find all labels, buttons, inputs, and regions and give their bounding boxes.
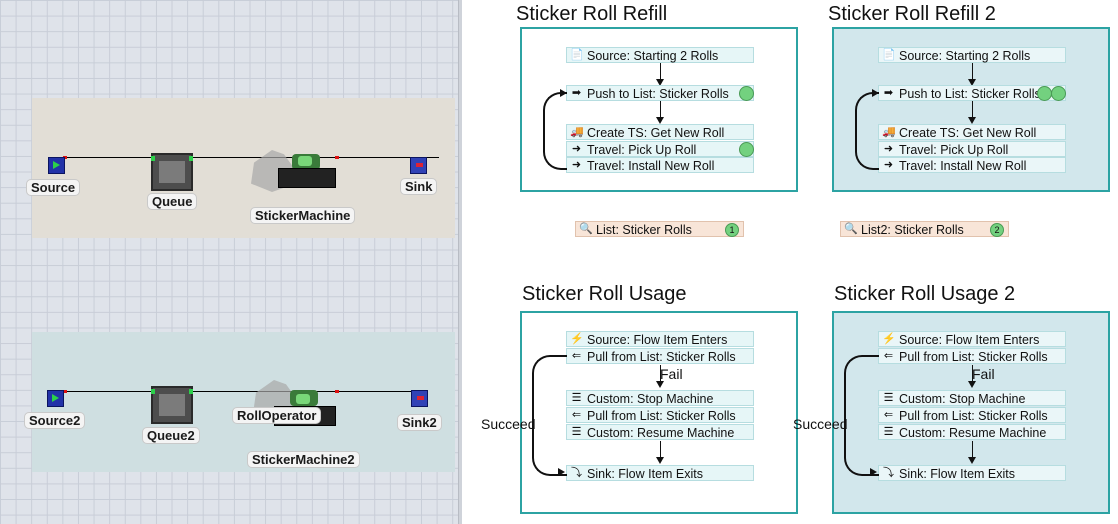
sink-activity[interactable]: ⤵Sink: Flow Item Exits	[878, 465, 1066, 481]
port-connection-line	[64, 157, 439, 158]
custom-resume-activity[interactable]: ☰Custom: Resume Machine	[566, 424, 754, 440]
source-icon: 📄	[570, 49, 584, 61]
succeed-label: Succeed	[481, 416, 536, 432]
port-connection-line	[64, 391, 416, 392]
pull-from-list-activity[interactable]: ⇐Pull from List: Sticker Rolls	[878, 348, 1066, 364]
loop-connector	[855, 92, 879, 170]
custom-code-icon: ☰	[883, 426, 894, 438]
queue-label: Queue	[147, 193, 198, 210]
source-activity[interactable]: 📄Source: Starting 2 Rolls	[878, 47, 1066, 63]
source-activity[interactable]: ⚡Source: Flow Item Enters	[878, 331, 1066, 347]
custom-resume-activity[interactable]: ☰Custom: Resume Machine	[878, 424, 1066, 440]
fail-label: Fail	[972, 366, 995, 382]
loop-connector	[543, 92, 567, 170]
sticker-machine-label: StickerMachine	[250, 207, 356, 224]
custom-stop-activity[interactable]: ☰Custom: Stop Machine	[878, 390, 1066, 406]
token[interactable]	[739, 86, 754, 101]
list-icon: 🔍	[844, 223, 858, 235]
refill-title: Sticker Roll Refill	[516, 3, 668, 25]
usage-title: Sticker Roll Usage	[522, 283, 687, 305]
list-count-badge: 1	[725, 223, 739, 237]
travel-icon: ➜	[883, 143, 894, 155]
pull-list-icon: ⇐	[571, 350, 582, 362]
push-to-list-activity[interactable]: ➡Push to List: Sticker Rolls	[878, 85, 1066, 101]
list-count-badge: 2	[990, 223, 1004, 237]
create-task-icon: 🚚	[570, 126, 584, 138]
pull-list-icon: ⇐	[883, 409, 894, 421]
pull-from-list-activity[interactable]: ⇐Pull from List: Sticker Rolls	[566, 407, 754, 423]
roll-operator-label: RollOperator	[232, 407, 322, 424]
sticker-machine-object[interactable]	[248, 146, 336, 198]
sink2-object[interactable]	[411, 390, 428, 407]
token[interactable]	[1051, 86, 1066, 101]
push-list-icon: ➡	[883, 87, 894, 99]
token[interactable]	[1037, 86, 1052, 101]
succeed-label: Succeed	[793, 416, 848, 432]
sink-icon: ⤵	[571, 467, 582, 479]
sticker-machine2-label: StickerMachine2	[247, 451, 360, 468]
push-list-icon: ➡	[571, 87, 582, 99]
pull-from-list-activity[interactable]: ⇐Pull from List: Sticker Rolls	[878, 407, 1066, 423]
create-ts-activity[interactable]: 🚚Create TS: Get New Roll	[566, 124, 754, 140]
queue2-label: Queue2	[142, 427, 200, 444]
create-task-icon: 🚚	[882, 126, 896, 138]
source-label: Source	[26, 179, 81, 196]
succeed-connector	[532, 355, 567, 476]
sink-icon: ⤵	[883, 467, 894, 479]
fail-label: Fail	[660, 366, 683, 382]
sink-label: Sink	[400, 178, 438, 195]
input-port	[335, 156, 339, 159]
source-activity[interactable]: ⚡Source: Flow Item Enters	[566, 331, 754, 347]
list-icon: 🔍	[579, 223, 593, 235]
travel-icon: ➜	[571, 159, 582, 171]
succeed-connector	[844, 355, 879, 476]
travel-icon: ➜	[571, 143, 582, 155]
create-ts-activity[interactable]: 🚚Create TS: Get New Roll	[878, 124, 1066, 140]
model-floor-1	[32, 98, 455, 238]
pull-list-icon: ⇐	[571, 409, 582, 421]
usage2-title: Sticker Roll Usage 2	[834, 283, 1016, 305]
travel-icon: ➜	[883, 159, 894, 171]
custom-stop-activity[interactable]: ☰Custom: Stop Machine	[566, 390, 754, 406]
sink-object[interactable]	[410, 157, 427, 174]
source-icon: 📄	[882, 49, 896, 61]
travel-pickup-activity[interactable]: ➜Travel: Pick Up Roll	[566, 141, 754, 157]
source-activity[interactable]: 📄Source: Starting 2 Rolls	[566, 47, 754, 63]
sink-activity[interactable]: ⤵Sink: Flow Item Exits	[566, 465, 754, 481]
travel-install-activity[interactable]: ➜Travel: Install New Roll	[878, 157, 1066, 173]
output-port	[63, 156, 67, 159]
pull-list-icon: ⇐	[883, 350, 894, 362]
model-3d-view[interactable]: Source Queue StickerMachine Sink Source2…	[0, 0, 458, 524]
usage2-block[interactable]: ⚡Source: Flow Item Enters ⇐Pull from Lis…	[832, 311, 1110, 514]
queue-object[interactable]	[151, 153, 193, 191]
travel-pickup-activity[interactable]: ➜Travel: Pick Up Roll	[878, 141, 1066, 157]
travel-install-activity[interactable]: ➜Travel: Install New Roll	[566, 157, 754, 173]
source2-object[interactable]	[47, 390, 64, 407]
sink2-label: Sink2	[397, 414, 442, 431]
source-object[interactable]	[48, 157, 65, 174]
source2-label: Source2	[24, 412, 86, 429]
output-port	[63, 390, 67, 393]
flow-item-icon: ⚡	[882, 333, 896, 345]
flow-item-icon: ⚡	[570, 333, 584, 345]
custom-code-icon: ☰	[571, 392, 582, 404]
refill2-block[interactable]: 📄Source: Starting 2 Rolls ➡Push to List:…	[832, 27, 1110, 192]
queue2-object[interactable]	[151, 386, 193, 424]
refill2-title: Sticker Roll Refill 2	[828, 3, 996, 25]
input-port	[335, 390, 339, 393]
custom-code-icon: ☰	[883, 392, 894, 404]
model-floor-2	[32, 332, 455, 472]
pull-from-list-activity[interactable]: ⇐Pull from List: Sticker Rolls	[566, 348, 754, 364]
custom-code-icon: ☰	[571, 426, 582, 438]
usage-block[interactable]: ⚡Source: Flow Item Enters ⇐Pull from Lis…	[520, 311, 798, 514]
push-to-list-activity[interactable]: ➡Push to List: Sticker Rolls	[566, 85, 754, 101]
token[interactable]	[739, 142, 754, 157]
refill-block[interactable]: 📄Source: Starting 2 Rolls ➡Push to List:…	[520, 27, 798, 192]
view-splitter[interactable]	[458, 0, 462, 524]
